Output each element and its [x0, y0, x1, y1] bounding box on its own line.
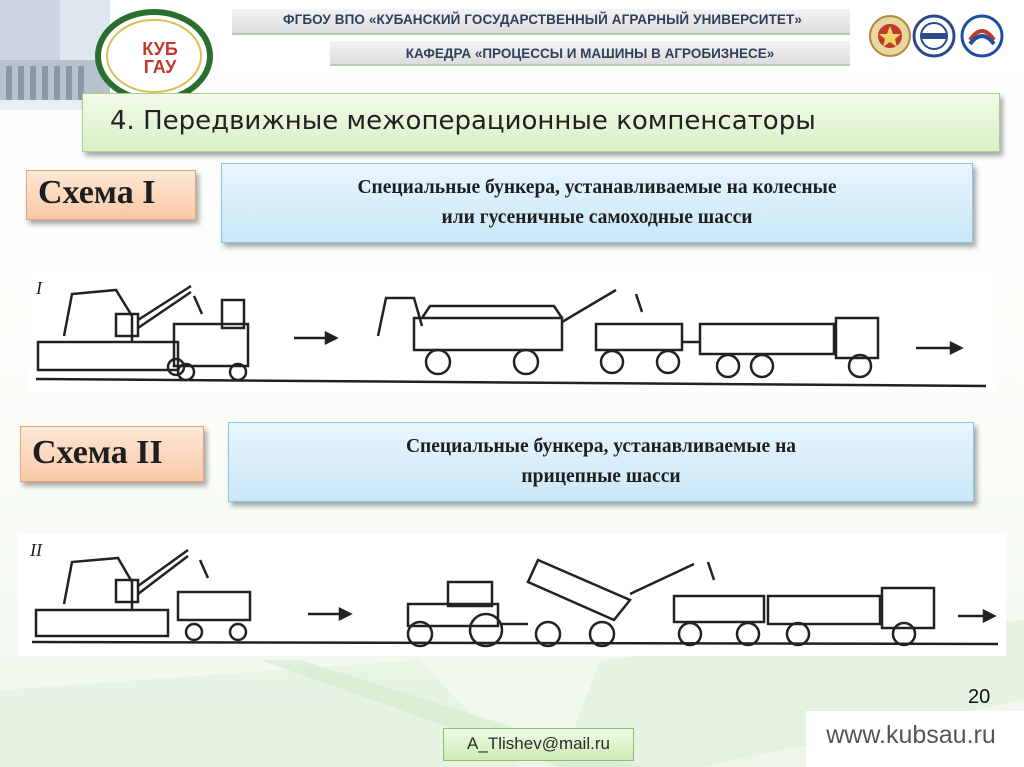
logo-text: КУБ ГАУ [142, 39, 178, 77]
email-box [443, 728, 634, 761]
page-number: 20 [968, 686, 991, 708]
scheme2-machinery-illustration [31, 548, 999, 648]
author-email-link[interactable]: A_Tlishev@mail.ru [467, 734, 610, 753]
scheme1-drawing: I [26, 266, 998, 392]
scheme2-drawing: II [18, 534, 1006, 656]
award-badge-icon [869, 15, 911, 57]
scheme1-description-line1: Специальные бункера, устанавливаемые на … [357, 177, 837, 198]
slide-title: 4. Передвижные межоперационные компенсат… [110, 106, 816, 136]
education-badge-icon [960, 14, 1004, 58]
university-name-bar [232, 9, 850, 35]
scheme1-machinery-illustration [35, 284, 987, 388]
scheme1-figure-mark: I [36, 278, 42, 298]
department-name-bar [330, 41, 850, 66]
department-name: КАФЕДРА «ПРОЦЕССЫ И МАШИНЫ В АГРОБИЗНЕСЕ… [405, 46, 775, 61]
scheme2-description-line1: Специальные бункера, устанавливаемые на [405, 436, 797, 457]
scheme2-figure-mark: II [30, 540, 42, 560]
scheme1-description-box [221, 163, 973, 243]
scheme1-label: Схема I [38, 174, 156, 211]
scheme2-label-box [20, 426, 204, 482]
scheme2-description-line2: прицепные шасси [521, 466, 681, 487]
website-box [806, 711, 1024, 767]
unet-badge-icon [912, 14, 956, 58]
slide-title-box [82, 93, 1000, 152]
scheme2-description-box [228, 422, 974, 502]
scheme2-label: Схема II [32, 434, 163, 471]
website-link[interactable]: www.kubsau.ru [826, 721, 996, 749]
scheme1-label-box [26, 170, 196, 220]
university-logo [95, 9, 213, 102]
university-name: ФГБОУ ВПО «КУБАНСКИЙ ГОСУДАРСТВЕННЫЙ АГР… [282, 12, 802, 27]
scheme1-description-line2: или гусеничные самоходные шасси [441, 207, 753, 228]
